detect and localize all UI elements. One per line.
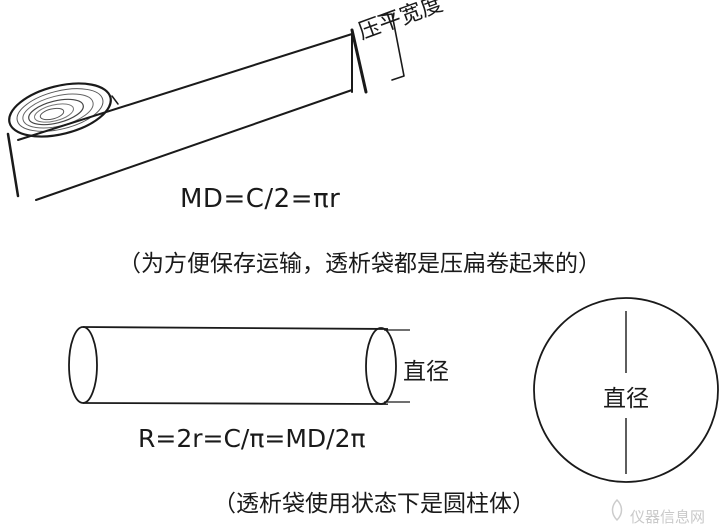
cross-section-drawing (533, 297, 719, 483)
watermark-text: 仪器信息网 (630, 508, 706, 526)
cross-section-circle (533, 297, 719, 483)
flat-caption: （为方便保存运输，透析袋都是压扁卷起来的） (118, 251, 601, 277)
flattened-bag-drawing (6, 13, 405, 201)
round-formula: R=2r=C/π=MD/2π (138, 424, 366, 453)
circle-diameter-label: 直径 (603, 386, 649, 412)
cylinder-left-end (68, 326, 98, 404)
bag-bottom-edge (35, 89, 353, 201)
width-bracket (377, 13, 405, 81)
cylinder-drawing (68, 326, 410, 405)
watermark-logo-icon (611, 498, 623, 522)
flat-formula: MD=C/2=πr (180, 184, 341, 214)
diameter-bracket (384, 329, 410, 403)
round-caption: （透析袋使用状态下是圆柱体） (213, 491, 535, 517)
bag-roll (6, 82, 119, 198)
cylinder-right-end (365, 327, 397, 405)
bag-top-edge (17, 33, 353, 141)
bag-end-edge (350, 28, 368, 94)
tube-diameter-label: 直径 (403, 359, 449, 385)
